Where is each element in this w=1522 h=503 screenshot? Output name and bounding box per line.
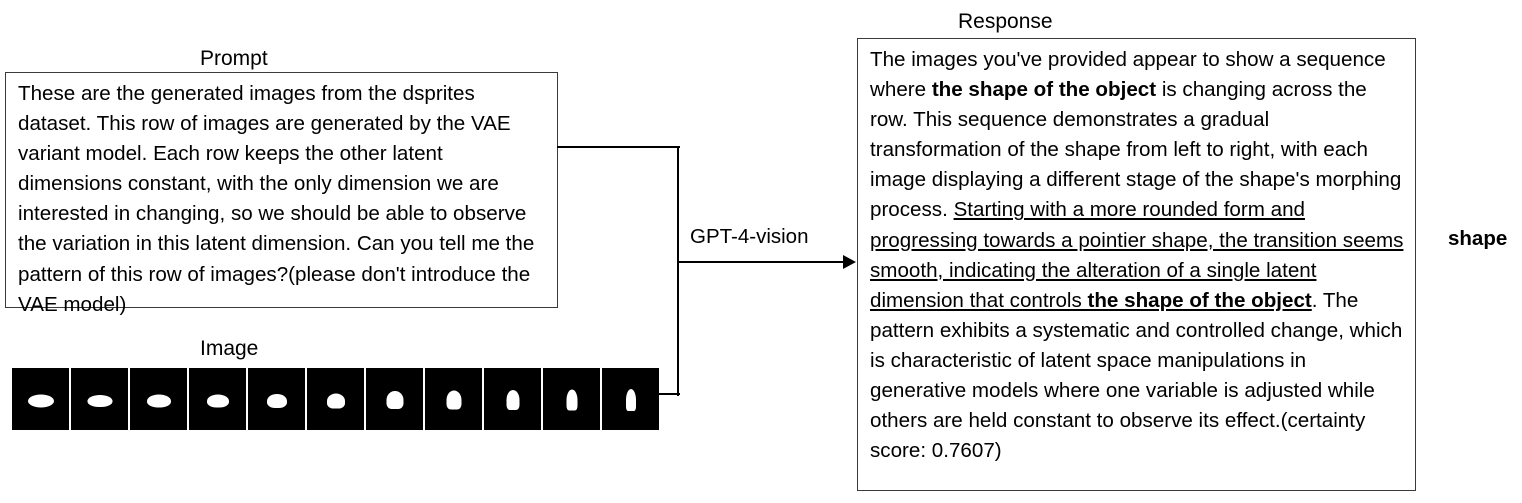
arrow-shaft bbox=[679, 261, 847, 264]
latent-blob-rounded-blob bbox=[326, 393, 345, 409]
response-segment-3: is changing across the row. This sequenc… bbox=[870, 78, 1402, 222]
arrow-head-icon bbox=[843, 255, 856, 269]
latent-blob-ellipse bbox=[146, 394, 171, 408]
image-tile bbox=[71, 368, 128, 430]
latent-blob-round-ellipse bbox=[266, 394, 287, 408]
image-tile bbox=[189, 368, 246, 430]
answer-keyword: shape bbox=[1448, 227, 1508, 250]
latent-blob-heart-teardrop bbox=[446, 390, 461, 410]
bracket-top-segment bbox=[557, 146, 680, 149]
response-textbox: The images you've provided appear to sho… bbox=[857, 38, 1416, 491]
image-tile bbox=[543, 368, 600, 430]
response-segment-6: . The pattern exhibits a systematic and … bbox=[870, 288, 1403, 463]
latent-blob-flat-ellipse bbox=[87, 395, 112, 407]
latent-blob-teardrop bbox=[506, 390, 519, 410]
prompt-text: These are the generated images from the … bbox=[18, 82, 535, 316]
prompt-textbox: These are the generated images from the … bbox=[5, 72, 558, 316]
image-tile bbox=[425, 368, 482, 430]
image-tile bbox=[248, 368, 305, 430]
latent-blob-heart bbox=[386, 391, 403, 409]
response-caption: Response bbox=[958, 10, 1053, 33]
bracket-bottom-segment bbox=[655, 393, 680, 396]
image-tile bbox=[12, 368, 69, 430]
image-tile bbox=[366, 368, 423, 430]
arrow-label: GPT-4-vision bbox=[690, 225, 809, 248]
response-text: The images you've provided appear to sho… bbox=[870, 45, 1405, 466]
image-strip bbox=[12, 368, 659, 430]
latent-blob-ellipse bbox=[206, 394, 229, 408]
image-caption: Image bbox=[200, 337, 259, 360]
image-tile bbox=[130, 368, 187, 430]
response-segment-5: the shape of the object bbox=[1087, 288, 1312, 312]
response-segment-4: Starting with a more rounded form and pr… bbox=[870, 198, 1404, 312]
response-segment-1: The images you've provided appear to sho… bbox=[870, 48, 1386, 102]
bracket-vertical-segment bbox=[677, 146, 680, 396]
latent-blob-flat-ellipse bbox=[27, 394, 54, 408]
latent-blob-pointed-teardrop bbox=[625, 389, 636, 411]
image-tile bbox=[307, 368, 364, 430]
prompt-caption: Prompt bbox=[200, 47, 268, 70]
response-segment-2: the shape of the object bbox=[931, 78, 1157, 102]
image-tile bbox=[484, 368, 541, 430]
image-tile bbox=[602, 368, 659, 430]
latent-blob-narrow-teardrop bbox=[566, 389, 577, 411]
